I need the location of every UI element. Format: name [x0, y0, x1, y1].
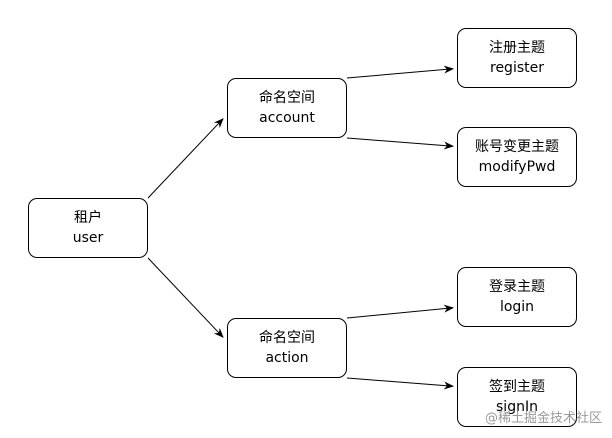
node-namespace-account-title: 命名空间 — [259, 90, 315, 106]
node-topic-login-subtitle: login — [499, 299, 535, 315]
node-topic-register-subtitle: register — [490, 60, 544, 76]
node-topic-modify-pwd-title: 账号变更主题 — [475, 139, 559, 155]
node-namespace-account-subtitle: account — [259, 110, 315, 126]
edge-tenant-to-action_ns — [147, 257, 224, 338]
edge-action_ns-to-login_topic — [346, 304, 454, 319]
edge-action_ns-to-signin_topic — [346, 377, 454, 390]
node-namespace-action-subtitle: action — [265, 350, 309, 366]
node-namespace-action: 命名空间 action — [227, 318, 347, 378]
node-topic-modify-pwd: 账号变更主题 modifyPwd — [457, 127, 577, 187]
node-namespace-action-title: 命名空间 — [259, 330, 315, 346]
watermark: @稀土掘金技术社区 — [484, 411, 602, 426]
node-tenant: 租户 user — [28, 198, 148, 258]
node-topic-login-title: 登录主题 — [489, 279, 545, 295]
node-topic-login: 登录主题 login — [457, 267, 577, 327]
edge-account_ns-to-modify_topic — [346, 137, 454, 150]
node-topic-register-title: 注册主题 — [489, 40, 545, 56]
node-tenant-subtitle: user — [72, 230, 104, 246]
node-topic-modify-pwd-subtitle: modifyPwd — [478, 159, 556, 175]
node-topic-signin: 签到主题 signIn — [457, 367, 577, 427]
edge-tenant-to-account_ns — [147, 118, 224, 199]
node-namespace-account: 命名空间 account — [227, 78, 347, 138]
edge-account_ns-to-register_topic — [346, 65, 454, 79]
node-topic-signin-subtitle: signIn — [496, 399, 538, 415]
node-tenant-title: 租户 — [74, 210, 102, 226]
node-topic-signin-title: 签到主题 — [489, 379, 545, 395]
node-topic-register: 注册主题 register — [457, 28, 577, 88]
